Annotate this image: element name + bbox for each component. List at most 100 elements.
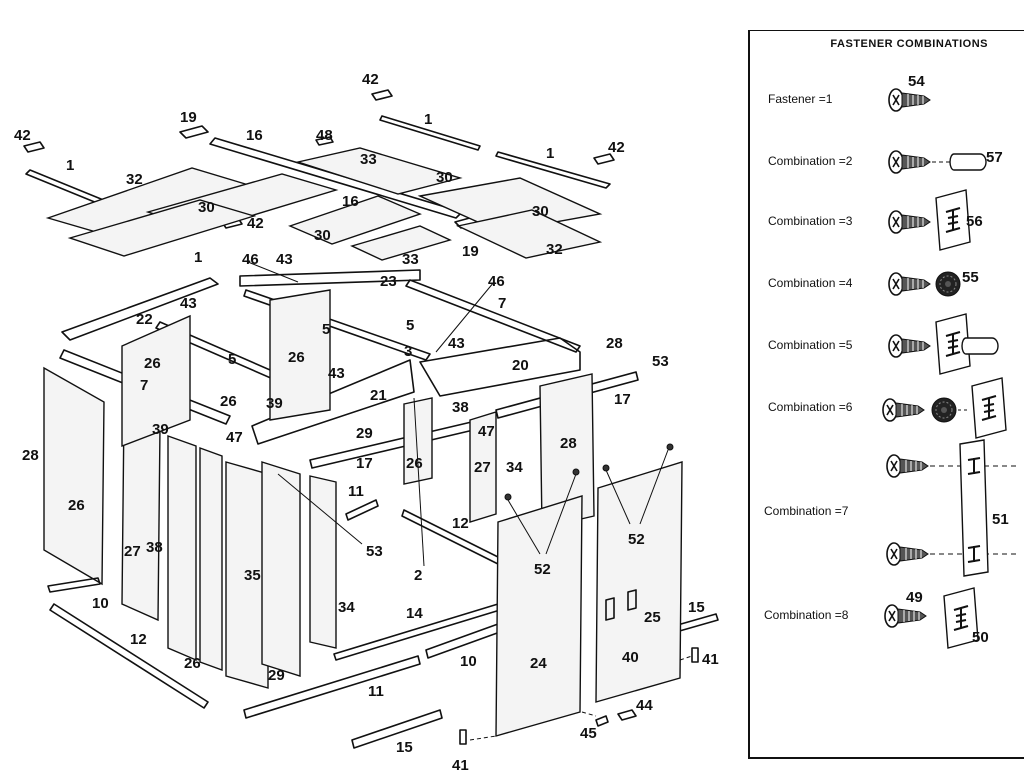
callout-15: 15	[396, 739, 413, 756]
callout-30: 30	[532, 203, 549, 220]
rail-17-left	[309, 419, 483, 469]
callout-21: 21	[370, 387, 387, 404]
legend-label-combination-5: Combination =5	[768, 338, 853, 352]
callout-51: 51	[992, 511, 1009, 528]
leader-52-left	[507, 473, 577, 555]
roof-panel-32-right	[455, 209, 603, 259]
washer-pin-3	[602, 464, 610, 472]
callout-49: 49	[906, 589, 923, 606]
right-wall-27	[469, 411, 497, 523]
legend-label-combination-3: Combination =3	[768, 214, 853, 228]
stud-26-front	[167, 435, 197, 662]
callout-11: 11	[348, 483, 364, 500]
callout-3: 3	[404, 343, 412, 360]
callout-1: 1	[546, 145, 554, 162]
callout-41: 41	[452, 757, 469, 774]
combination-5-drawing	[888, 313, 999, 375]
ridge-cap-19-left	[179, 125, 209, 139]
callout-55: 55	[962, 269, 979, 286]
callout-7: 7	[498, 295, 506, 312]
rail-12-right	[401, 509, 501, 565]
callout-50: 50	[972, 629, 989, 646]
callout-15: 15	[688, 599, 705, 616]
callout-39: 39	[266, 395, 283, 412]
roof-panel-33-top	[295, 147, 463, 195]
callout-25: 25	[644, 609, 661, 626]
clip-42-top	[371, 89, 393, 101]
door-handle-40-b	[627, 589, 637, 611]
door-pull-45	[595, 715, 609, 727]
callout-26: 28	[606, 335, 623, 352]
callout-16: 16	[342, 193, 359, 210]
legend-label-combination-7: Combination =7	[764, 504, 849, 518]
clip-48	[315, 136, 334, 146]
callout-53: 53	[366, 543, 383, 560]
callout-5: 5	[228, 351, 236, 368]
callout-30: 30	[198, 199, 215, 216]
callout-56: 56	[966, 213, 983, 230]
gable-21	[251, 359, 415, 445]
roof-parts	[23, 89, 615, 261]
callout-26: 26	[68, 497, 85, 514]
shed-exploded-diagram: 42 42 42 42 1 1 1 1 19 19 16 16 48 33 33…	[14, 71, 719, 774]
callout-43: 43	[180, 295, 197, 312]
callout-46: 46	[488, 273, 505, 290]
top-rail-5-center	[243, 289, 431, 361]
callout-39: 39	[152, 421, 169, 438]
door-guide-41-bottom	[459, 729, 467, 745]
callout-26: 26	[406, 455, 423, 472]
stud-front-2	[199, 447, 223, 671]
door-guide-41-right	[691, 647, 699, 663]
legend-label-combination-4: Combination =4	[768, 276, 853, 290]
washer-pin-4	[666, 443, 674, 451]
combination-2-drawing: 57	[888, 149, 1003, 174]
roof-channel-1-right	[495, 151, 611, 189]
callout-11: 11	[368, 683, 384, 700]
roof-panel-33-center	[350, 225, 452, 261]
door-frame-29	[261, 461, 301, 677]
legend-label-fastener-1: Fastener =1	[768, 92, 833, 106]
legend-label-combination-8: Combination =8	[764, 608, 849, 622]
callout-33: 33	[360, 151, 377, 168]
combination-3-drawing: 56	[888, 189, 983, 251]
wall-28-left	[43, 366, 105, 586]
right-wall-28	[539, 373, 595, 529]
callout-41: 41	[702, 651, 719, 668]
callout-47: 47	[478, 423, 495, 440]
leader-53	[277, 473, 363, 545]
callout-14: 14	[406, 605, 423, 622]
callout-34: 34	[506, 459, 523, 476]
callout-10: 10	[92, 595, 109, 612]
callout-26: 26	[220, 393, 237, 410]
legend-fastener-drawings: 54 57 56 55	[882, 73, 1020, 649]
callout-12: 12	[452, 515, 469, 532]
callout-2: 2	[414, 567, 422, 584]
door-frame-35	[225, 461, 269, 689]
door-25	[595, 461, 683, 703]
floor-rail-15-bottom	[351, 709, 443, 749]
back-wall-26-b	[269, 289, 331, 421]
callout-12: 12	[130, 631, 147, 648]
callout-54: 54	[908, 73, 925, 90]
legend-title: FASTENER COMBINATIONS	[830, 38, 988, 50]
callout-33: 33	[402, 251, 419, 268]
fastener-1-drawing: 54	[888, 73, 931, 112]
callout-17: 17	[356, 455, 373, 472]
callout-47: 47	[226, 429, 243, 446]
door-dash-line	[469, 655, 693, 741]
door-stop-44	[617, 709, 637, 721]
callout-26: 26	[144, 355, 161, 372]
callout-43: 43	[276, 251, 293, 268]
callout-1: 1	[66, 157, 74, 174]
callout-42: 42	[247, 215, 264, 232]
leader-46	[247, 261, 495, 353]
roof-panel-30-center	[288, 195, 422, 245]
floor-rail-11	[243, 655, 421, 719]
roof-panel-30-right	[417, 177, 603, 233]
callout-32: 32	[546, 241, 563, 258]
right-wall-26	[403, 397, 433, 485]
legend-label-combination-2: Combination =2	[768, 154, 853, 168]
callout-48: 48	[316, 127, 333, 144]
callout-5: 5	[322, 321, 330, 338]
clip-42-left	[23, 141, 45, 153]
